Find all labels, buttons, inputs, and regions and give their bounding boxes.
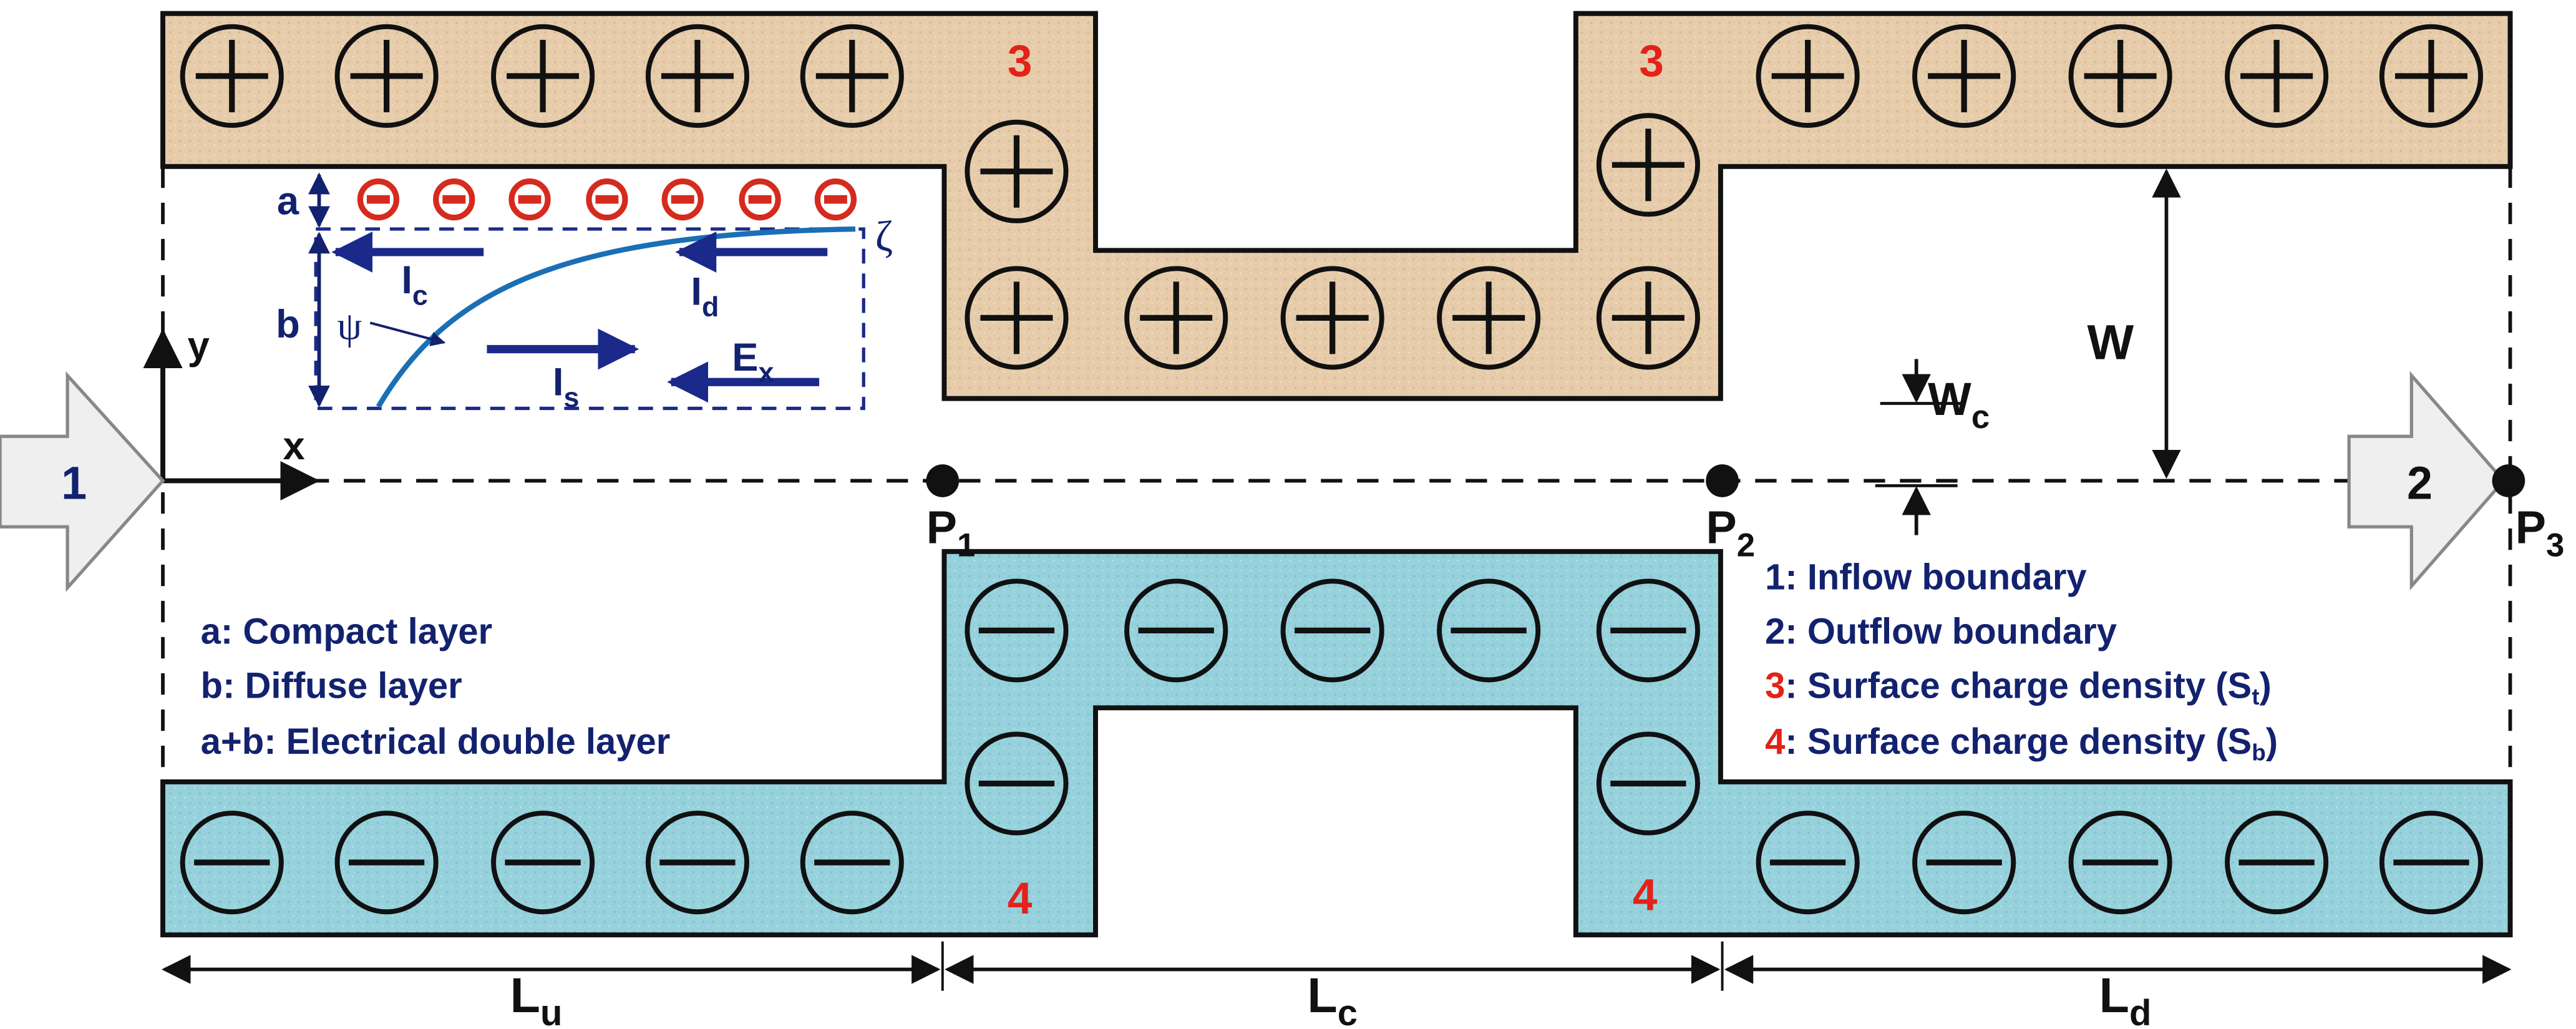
ic-label: Ic (401, 258, 428, 311)
outflow-marker: 2 (2407, 457, 2433, 509)
positive-charge-icon (1599, 268, 1698, 367)
lu-label: Lu (510, 967, 563, 1029)
ex-label: Ex (732, 336, 774, 388)
label-p1: P1 (926, 502, 976, 564)
y-axis-label: y (188, 324, 210, 368)
legend-right: 1: Inflow boundary 2: Outflow boundary 3… (1765, 557, 2278, 765)
positive-charge-icon (967, 122, 1066, 221)
lc-label: Lc (1307, 967, 1358, 1029)
is-label: Is (553, 360, 580, 412)
label-p2: P2 (1706, 502, 1755, 564)
positive-charge-icon (1439, 268, 1538, 367)
negative-ion-icon (817, 182, 853, 218)
bottom-wall-marker-right: 4 (1633, 871, 1658, 920)
zeta-label: ζ (875, 212, 893, 260)
legend-left-item: b: Diffuse layer (201, 665, 462, 706)
legend-right-item: 3: Surface charge density (St) (1765, 665, 2272, 710)
negative-ion-icon (512, 182, 548, 218)
positive-charge-icon (338, 27, 436, 125)
negative-ion-icon (589, 182, 625, 218)
point-p3 (2492, 464, 2525, 497)
id-label: Id (691, 270, 719, 322)
positive-charge-icon (648, 27, 747, 125)
psi-label: ψ (338, 305, 362, 348)
point-p2 (1706, 464, 1739, 497)
positive-charge-icon (1915, 27, 2013, 125)
legend-left-item: a+b: Electrical double layer (201, 721, 671, 762)
length-dimensions (162, 941, 2512, 991)
label-p3: P3 (2515, 502, 2565, 564)
psi-pointer (369, 321, 446, 346)
positive-charge-icon (1759, 27, 1857, 125)
negative-ion-icon (360, 182, 396, 218)
top-wall-marker-left: 3 (1008, 37, 1033, 86)
positive-charge-icon (2227, 27, 2326, 125)
positive-charge-icon (967, 268, 1066, 367)
wc-dimension (1875, 359, 1961, 535)
layer-a-label: a (277, 179, 299, 223)
potential-curve (376, 226, 856, 408)
positive-charge-icon (1127, 268, 1225, 367)
point-p1 (926, 464, 960, 497)
inflow-marker: 1 (61, 457, 87, 509)
positive-charge-icon (1283, 268, 1382, 367)
legend-right-item: 4: Surface charge density (Sb) (1765, 721, 2278, 766)
coordinate-axes: y x (143, 324, 320, 501)
x-axis-label: x (283, 424, 305, 468)
bottom-wall-marker-left: 4 (1008, 874, 1033, 924)
legend-right-item: 2: Outflow boundary (1765, 611, 2117, 651)
negative-ion-icon (436, 182, 472, 218)
legend-left: a: Compact layer b: Diffuse layer a+b: E… (201, 611, 671, 762)
positive-charge-icon (803, 27, 902, 125)
positive-charge-icon (2382, 27, 2481, 125)
top-wall (160, 11, 2513, 401)
flow-arrow-icon (2347, 371, 2506, 591)
positive-charge-icon (1599, 115, 1698, 214)
positive-charge-icon (2071, 27, 2170, 125)
legend-right-item: 1: Inflow boundary (1765, 557, 2087, 597)
counter-ions (360, 182, 853, 218)
legend-left-item: a: Compact layer (201, 611, 492, 651)
layer-b-label: b (276, 303, 300, 346)
positive-charge-icon (183, 27, 281, 125)
top-wall-marker-right: 3 (1639, 37, 1664, 86)
flow-arrow-icon (0, 371, 165, 592)
positive-charge-icon (493, 27, 592, 125)
wc-label: Wc (1928, 373, 1990, 436)
w-label: W (2088, 314, 2134, 369)
edl-inset: a b ζ ψ Ic Id Is Ex (276, 172, 893, 413)
ld-label: Ld (2099, 967, 2152, 1029)
negative-ion-icon (664, 182, 701, 218)
negative-ion-icon (742, 182, 778, 218)
